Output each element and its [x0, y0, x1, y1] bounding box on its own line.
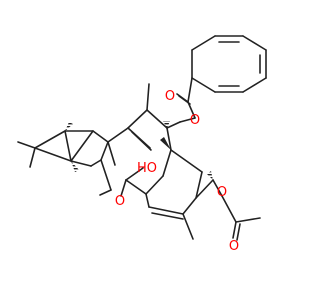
molecule-canvas: O O HO O O O [17, 35, 267, 254]
o-ketone: O [115, 194, 125, 209]
oxygen-labels: O O HO O O O [115, 89, 239, 254]
stereo-wedges [65, 121, 213, 180]
o-carbonyl-benzoate: O [165, 89, 175, 104]
o-ester-acetate: O [217, 185, 227, 200]
bond-lines [17, 35, 267, 241]
structure-diagram: O O HO O O O [17, 35, 267, 254]
o-ester-benzoate: O [190, 113, 200, 128]
hydroxyl-label: HO [137, 161, 157, 176]
o-carbonyl-acetate: O [229, 239, 239, 254]
